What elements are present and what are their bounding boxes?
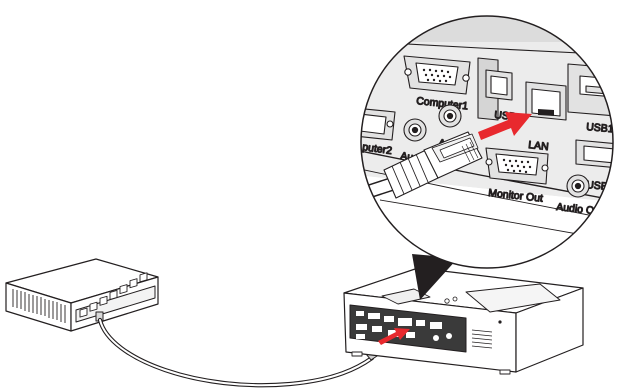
audio-out-jack <box>566 174 590 198</box>
lan-cable <box>97 317 375 388</box>
zoom-callout: Computer1 puter2 Audi Au <box>360 15 615 269</box>
usb-port <box>485 69 513 101</box>
projector-vent <box>471 329 493 349</box>
lan-port <box>525 81 567 121</box>
network-hub <box>5 258 159 332</box>
hub-ports <box>79 272 148 318</box>
hub-vents <box>12 289 66 323</box>
audio-in-jack-1 <box>403 118 427 142</box>
lan-label: LAN <box>528 139 550 153</box>
rj45-connector <box>361 131 483 203</box>
small-red-arrow <box>378 328 410 345</box>
usb1-label: USB1 <box>586 121 615 135</box>
projector <box>343 267 584 375</box>
computer2-port <box>361 107 396 141</box>
computer1-port <box>403 55 471 95</box>
usb2-port <box>575 139 613 171</box>
usb2-label: USB2 <box>586 179 615 193</box>
insert-direction-arrow <box>478 112 532 140</box>
computer2-label: puter2 <box>362 141 393 157</box>
audio-in-jack-2 <box>438 104 462 128</box>
zoom-pointer <box>412 254 458 300</box>
usb1-port <box>567 63 613 119</box>
monitor-out-port <box>485 147 549 185</box>
